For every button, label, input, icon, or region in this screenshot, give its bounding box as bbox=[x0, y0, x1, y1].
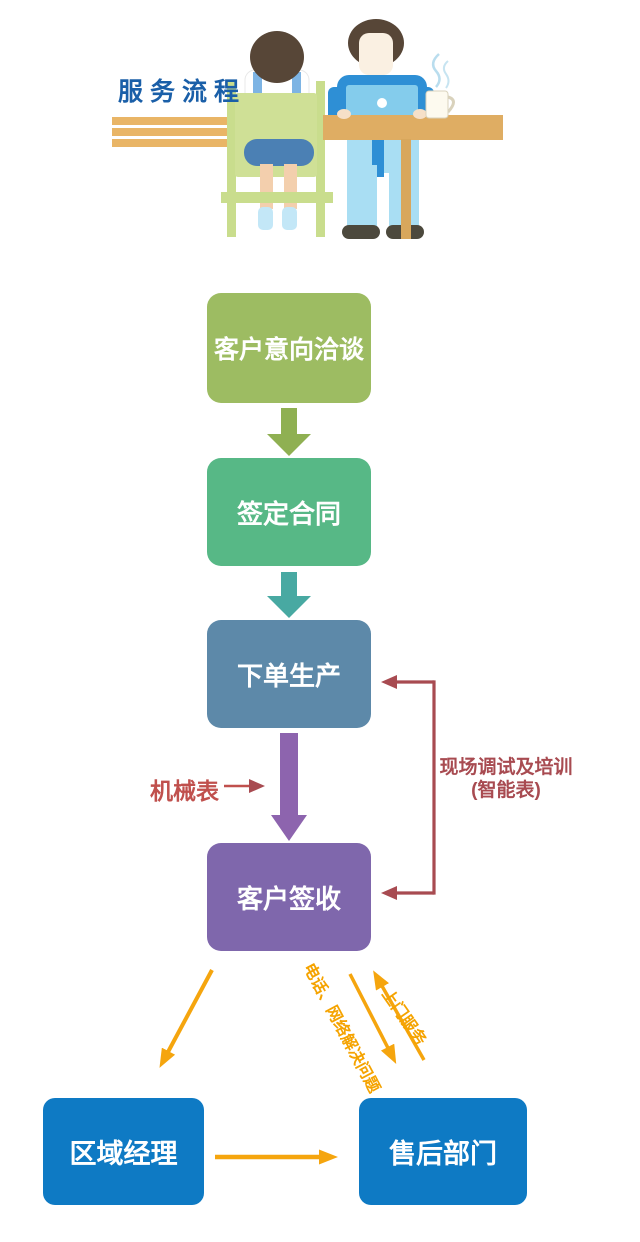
person-sitting bbox=[221, 31, 333, 230]
node-sign-contract: 签定合同 bbox=[207, 458, 371, 566]
coffee-cup bbox=[425, 53, 455, 119]
man-shoe bbox=[342, 225, 380, 239]
desk-illustration bbox=[112, 19, 503, 239]
arrow-down-teal bbox=[267, 572, 311, 618]
girl-shorts bbox=[244, 139, 314, 166]
node-customer-signoff: 客户签收 bbox=[207, 843, 371, 951]
steam bbox=[442, 60, 450, 89]
arrow-to-regional-manager bbox=[159, 969, 214, 1068]
node-customer-intention: 客户意向洽谈 bbox=[207, 293, 371, 403]
steam bbox=[431, 53, 441, 88]
node-regional-manager: 区域经理 bbox=[43, 1098, 204, 1205]
girl-sock bbox=[282, 207, 297, 230]
girl-hair bbox=[250, 31, 304, 83]
wall-stripes bbox=[112, 117, 325, 147]
node-order-production: 下单生产 bbox=[207, 620, 371, 728]
label-mechanical-meter: 机械表 bbox=[150, 778, 219, 804]
person-with-laptop bbox=[328, 19, 434, 239]
node-aftersales-dept: 售后部门 bbox=[359, 1098, 527, 1205]
girl-sock bbox=[258, 207, 273, 230]
desk bbox=[323, 109, 503, 239]
label-onsite-debugging: 现场调试及培训 (智能表) bbox=[418, 756, 594, 802]
chair-bar bbox=[221, 192, 333, 203]
laptop-logo bbox=[377, 98, 387, 108]
man-face bbox=[359, 33, 393, 75]
arrow-down-green bbox=[267, 408, 311, 456]
label-onsite-line1: 现场调试及培训 bbox=[439, 757, 573, 778]
label-door-service: 上门服务 bbox=[378, 986, 429, 1049]
arrow-down-purple bbox=[271, 733, 307, 841]
label-onsite-line2: (智能表) bbox=[471, 780, 541, 801]
label-phone-network: 电话、网络解决问题 bbox=[299, 960, 383, 1096]
page-title: 服务流程 bbox=[118, 78, 247, 106]
chair bbox=[227, 81, 325, 237]
